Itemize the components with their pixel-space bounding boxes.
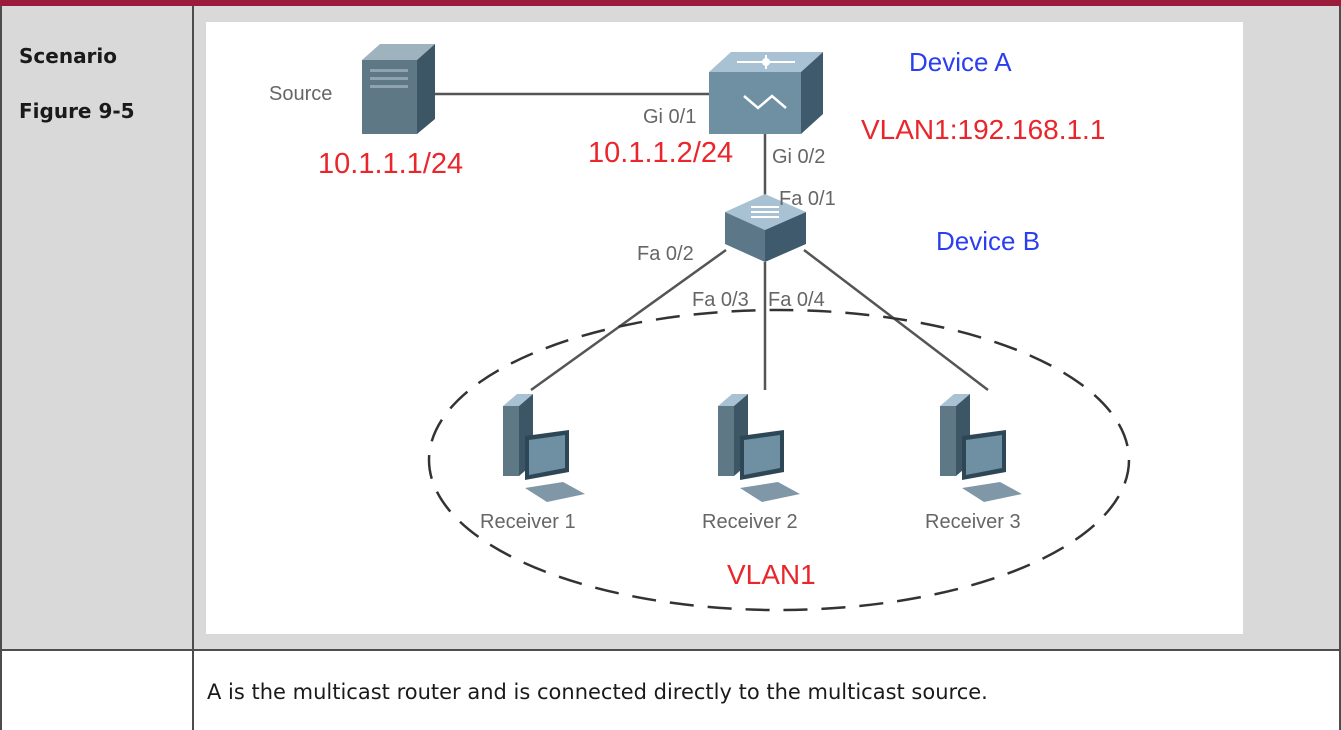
port-fa04-label: Fa 0/4 xyxy=(768,289,825,311)
figure-panel: Source 10.1.1.1/24 Device A VLAN1:192.16… xyxy=(206,22,1243,634)
link-device-b-receiver-1 xyxy=(530,248,727,392)
receiver-3-label: Receiver 3 xyxy=(925,511,1021,533)
port-fa03-label: Fa 0/3 xyxy=(692,289,749,311)
receiver-2-icon xyxy=(718,394,800,502)
device-a-name-label: Device A xyxy=(909,47,1012,77)
source-ip-label: 10.1.1.1/24 xyxy=(318,148,463,180)
device-b-icon xyxy=(725,194,806,262)
network-diagram: Source 10.1.1.1/24 Device A VLAN1:192.16… xyxy=(269,44,1131,612)
figure-label: Figure 9-5 xyxy=(19,99,135,123)
table-column-divider xyxy=(192,6,194,730)
device-a-ip-label: 10.1.1.2/24 xyxy=(588,137,733,169)
top-rule xyxy=(0,0,1341,6)
device-a-icon xyxy=(709,52,823,134)
vlan-boundary xyxy=(427,308,1131,612)
port-gi02-label: Gi 0/2 xyxy=(772,146,825,168)
receiver-1-label: Receiver 1 xyxy=(480,511,576,533)
scenario-label: Scenario xyxy=(19,44,118,68)
description-text: A is the multicast router and is connect… xyxy=(207,680,988,704)
port-fa01-label: Fa 0/1 xyxy=(779,188,836,210)
vlan-label: VLAN1 xyxy=(727,559,816,590)
link-device-b-receiver-3 xyxy=(803,249,989,391)
table-row-divider xyxy=(0,649,1341,651)
receiver-2-label: Receiver 2 xyxy=(702,511,798,533)
port-fa02-label: Fa 0/2 xyxy=(637,243,694,265)
receiver-3-icon xyxy=(940,394,1022,502)
device-b-name-label: Device B xyxy=(936,226,1040,256)
source-server-icon xyxy=(362,44,435,134)
source-label: Source xyxy=(269,83,332,105)
table-left-border xyxy=(0,6,2,730)
device-a-vlan-ip-label: VLAN1:192.168.1.1 xyxy=(861,114,1105,145)
table-right-border xyxy=(1339,6,1341,730)
receiver-1-icon xyxy=(503,394,585,502)
port-gi01-label: Gi 0/1 xyxy=(643,106,696,128)
